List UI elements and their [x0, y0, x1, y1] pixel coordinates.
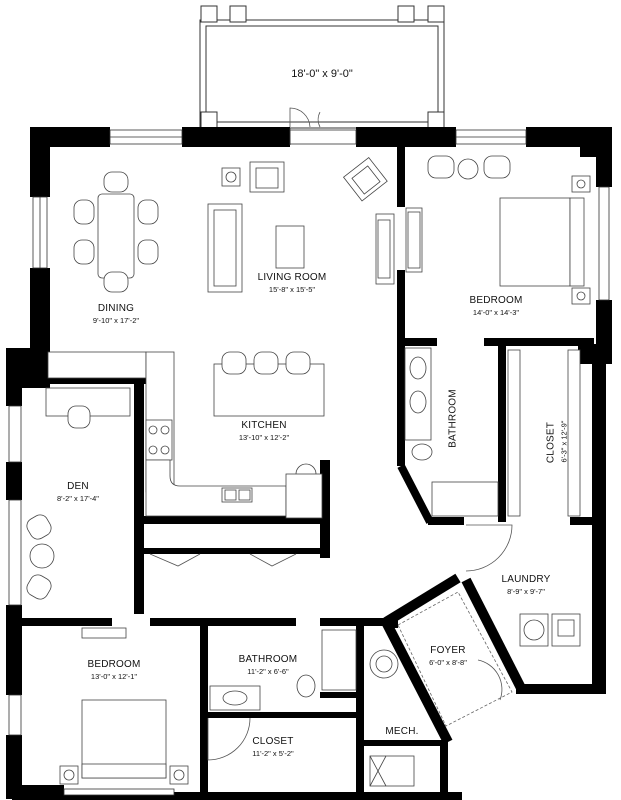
angled-walls	[381, 464, 527, 745]
balcony	[199, 5, 445, 129]
laundry-label: LAUNDRY	[501, 574, 551, 585]
living-furniture	[207, 156, 423, 293]
main-bedroom-furniture	[427, 155, 591, 305]
second-closet-label: CLOSET	[252, 736, 294, 747]
den-label: DEN	[67, 481, 89, 492]
second-bathroom-fixtures	[209, 629, 357, 711]
second-closet-dimension: 11'-2" x 5'-2"	[252, 749, 294, 758]
windows	[8, 129, 610, 796]
second-bedroom-label: BEDROOM	[87, 659, 141, 670]
second-bedroom-dimension: 13'-0" x 12'-1"	[90, 672, 138, 681]
foyer-rug	[397, 591, 513, 727]
kitchen-dimension: 13'-10" x 12'-2"	[238, 433, 290, 442]
mech-fixtures	[369, 649, 415, 787]
second-bedroom-furniture	[59, 627, 189, 785]
balcony-dimension: 18'-0" x 9'-0"	[291, 68, 353, 80]
main-bathroom-fixtures	[404, 347, 581, 517]
hall-closets	[149, 553, 297, 567]
second-bathroom-dimension: 11'-2" x 6'-6"	[247, 667, 289, 676]
den-furniture	[26, 387, 131, 600]
main-closet-dimension: 6'-3" x 12'-9"	[559, 420, 569, 463]
dining-dimension: 9'-10" x 17'-2"	[92, 316, 140, 325]
laundry-dimension: 8'-9" x 9'-7"	[507, 587, 545, 596]
mech-label: MECH.	[385, 726, 419, 737]
main-bedroom-dimension: 14'-0" x 14'-3"	[472, 308, 520, 317]
doors	[207, 107, 513, 761]
kitchen-label: KITCHEN	[241, 420, 287, 431]
dining-set	[73, 171, 159, 293]
foyer-dimension: 6'-0" x 8'-8"	[429, 658, 467, 667]
main-bedroom-label: BEDROOM	[469, 295, 523, 306]
dining-label: DINING	[97, 303, 135, 314]
kitchen-fixtures	[47, 351, 325, 519]
interior-walls	[22, 147, 600, 798]
laundry-fixtures	[519, 613, 581, 647]
main-closet-label: CLOSET	[545, 421, 557, 464]
exterior-walls	[6, 127, 612, 800]
living-room-dimension: 15'-8" x 15'-5"	[268, 285, 316, 294]
den-dimension: 8'-2" x 17'-4"	[57, 494, 99, 503]
main-bathroom-label: BATHROOM	[447, 389, 459, 448]
second-bathroom-label: BATHROOM	[238, 654, 298, 665]
foyer-label: FOYER	[430, 645, 466, 656]
living-room-label: LIVING ROOM	[257, 272, 327, 283]
